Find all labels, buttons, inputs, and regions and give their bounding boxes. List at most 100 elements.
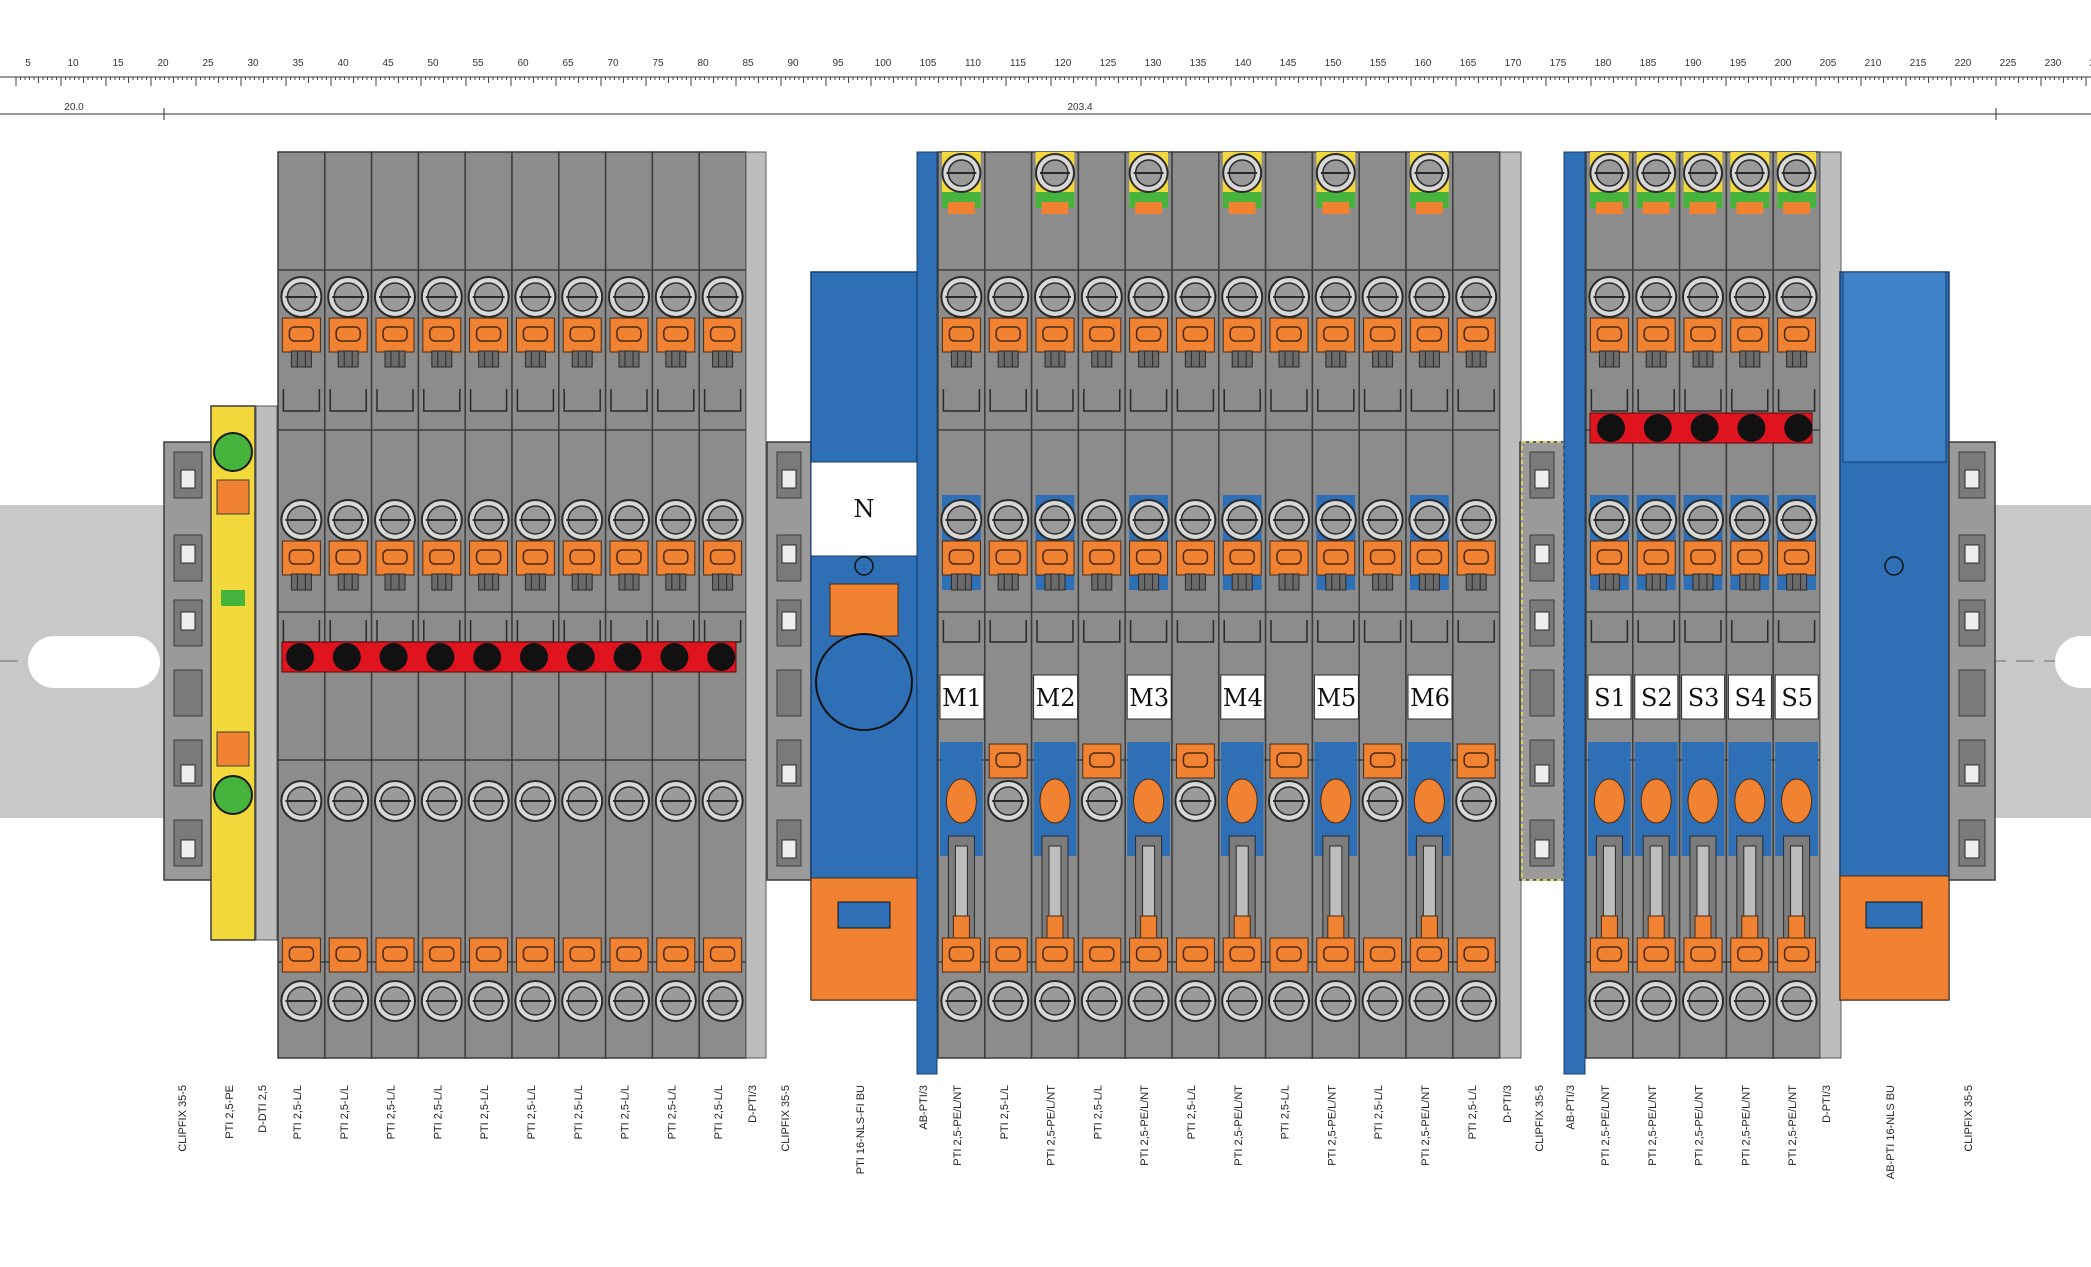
spring-icon [1636, 317, 1676, 353]
screw-icon [987, 980, 1030, 1022]
part-label: D-PTI/3 [1502, 1085, 1514, 1123]
terminal-block [1264, 151, 1314, 1059]
latch-icon [337, 573, 359, 591]
pe-contact [948, 202, 975, 214]
latch-icon [997, 573, 1019, 591]
spring-icon [1589, 937, 1629, 973]
terminal-block [1218, 151, 1267, 1059]
bridge-pin [426, 643, 455, 671]
fuse-icon [1734, 778, 1766, 824]
bridge-pin [520, 643, 548, 671]
spring-icon [1409, 317, 1449, 353]
screw-icon [1775, 276, 1818, 318]
spring-icon [941, 317, 981, 353]
spring-icon [1683, 317, 1723, 353]
screw-icon [701, 980, 744, 1022]
slot-outline [1176, 620, 1215, 643]
clipfix-window [1534, 611, 1550, 631]
end-busbar-cover [1842, 271, 1947, 463]
ruler-tick-label: 200 [1775, 58, 1792, 69]
pe-contact [1736, 202, 1764, 214]
screw-icon [420, 499, 463, 541]
screw-icon [1588, 980, 1631, 1022]
clipfix-end-bracket [766, 441, 812, 881]
screw-icon [1361, 980, 1404, 1022]
ruler-tick-label: 80 [697, 58, 709, 69]
spring-icon [1035, 540, 1075, 576]
jumper-bridge-icon [281, 641, 737, 673]
ruler-tick-label: 180 [1595, 58, 1612, 69]
screw-icon [514, 276, 557, 318]
screw-icon [608, 980, 650, 1022]
bridge-pin [332, 643, 361, 671]
part-label: AB-PTI 16-NLS BU [1885, 1085, 1897, 1179]
screw-icon [1728, 276, 1771, 318]
latch-icon [1372, 573, 1394, 591]
fuse-icon [1133, 778, 1165, 824]
screw-icon [1127, 499, 1170, 541]
spring-icon [562, 540, 602, 576]
latch-icon [1184, 573, 1206, 591]
slot-outline [942, 620, 981, 643]
screw-icon [1775, 499, 1818, 541]
screw-icon [467, 276, 510, 318]
spring-icon [988, 937, 1028, 973]
screw-icon [1588, 276, 1631, 318]
screw-icon [1636, 153, 1677, 193]
disconnect-lever-slot [954, 845, 968, 927]
latch-icon [1278, 350, 1300, 368]
spring-icon [1129, 937, 1169, 973]
sensor-end-plate [1563, 151, 1586, 1075]
clipfix-window [1534, 764, 1550, 784]
spring-icon [375, 937, 415, 973]
slot-outline [1731, 389, 1769, 412]
spring-icon [1456, 540, 1496, 576]
end-plate [1819, 151, 1842, 1059]
ruler-tick-label: 120 [1055, 58, 1072, 69]
slot-outline [1684, 389, 1722, 412]
spring-icon [1175, 743, 1215, 779]
screw-icon [1635, 980, 1678, 1022]
part-label: PTI 2,5-L/L [713, 1085, 725, 1139]
bridge-pin [1597, 414, 1625, 442]
screw-icon [420, 980, 463, 1022]
ruler-tick-label: 155 [1370, 58, 1387, 69]
clipfix-window [180, 611, 196, 631]
screw-icon [701, 780, 744, 822]
spring-icon [1316, 540, 1356, 576]
latch-icon [290, 573, 312, 591]
terminal-block [1030, 151, 1080, 1059]
slot-outline [516, 389, 555, 412]
spring-icon [281, 317, 321, 353]
screw-icon [280, 276, 323, 318]
pe-spring-icon [216, 731, 250, 767]
bridge-pin [613, 643, 642, 671]
screw-icon [1728, 499, 1771, 541]
disconnect-lever-slot [1142, 845, 1156, 927]
slot-outline [1317, 389, 1355, 412]
slot-outline [703, 389, 742, 412]
pe-screw-icon [213, 775, 253, 815]
ruler-tick-label: 130 [1145, 58, 1162, 69]
slot-outline [1223, 620, 1261, 643]
spring-icon [1035, 937, 1075, 973]
clipfix-window [1534, 839, 1550, 859]
part-label: PTI 2,5-PE/L/NT [952, 1085, 964, 1166]
screw-icon [514, 499, 557, 541]
clipfix-segment [1958, 669, 1986, 717]
terminal-block [1725, 151, 1774, 1059]
spring-icon [1363, 540, 1403, 576]
spring-icon [1409, 540, 1449, 576]
motor-marker [1033, 674, 1079, 720]
part-label: PTI 2,5-PE/L/NT [1139, 1085, 1151, 1166]
screw-icon [940, 499, 983, 541]
spring-icon [328, 540, 368, 576]
bridge-pin [379, 643, 408, 671]
pe-contact [1228, 202, 1256, 214]
bridge-pin [1737, 414, 1766, 442]
slot-outline [1457, 389, 1495, 412]
slot-outline [610, 389, 648, 412]
latch-icon [1692, 350, 1714, 368]
spring-icon [1175, 937, 1215, 973]
terminal-block [464, 151, 513, 1059]
